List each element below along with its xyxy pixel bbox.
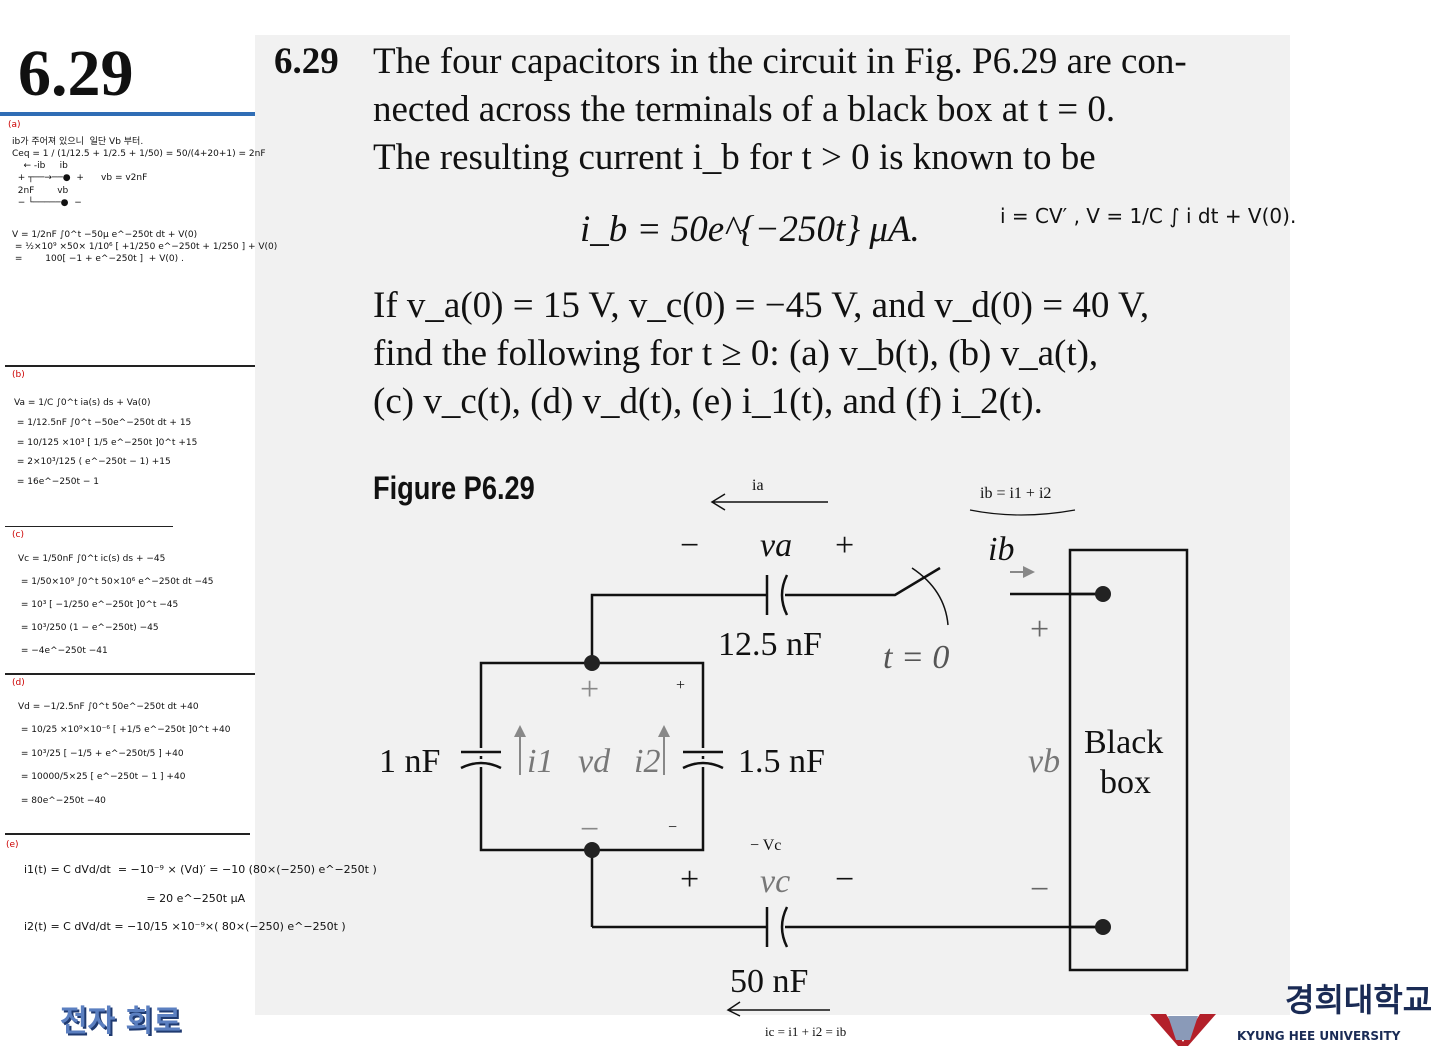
note-line: = 1/12.5nF ∫0^t −50e^−250t dt + 15 [14,417,192,428]
note-line: = ½×10⁹ ×50× 1/10⁶ [ +1/250 e^−250t + 1/… [12,241,278,252]
note-line: i2(t) = C dVd/dt = −10/15 ×10⁻⁹×( 80×(−2… [24,920,346,934]
university-logo-korean: 경희대학교 [1285,981,1433,1019]
label-cap-bottom: 50 nF [730,963,808,1000]
plus-sign: + [1030,611,1049,648]
label-i2: i2 [634,743,660,780]
university-emblem-icon [1150,1014,1216,1046]
note-line: − └─────● − [12,197,82,208]
wire-top [590,566,1103,663]
slide-number: 6.29 [18,37,134,110]
problem-number: 6.29 [274,41,339,82]
note-line: = 20 e^−250t μA [24,891,246,905]
label-vd: vd [578,743,611,780]
course-title: 전자 회로 [60,1004,181,1039]
problem-line: If v_a(0) = 15 V, v_c(0) = −45 V, and v_… [373,285,1150,326]
university-logo-english: KYUNG HEE UNIVERSITY [1237,1029,1401,1043]
note-line: ← -ib ib [12,161,68,172]
plus-sign: + [835,527,854,564]
problem-line: find the following for t ≥ 0: (a) v_b(t)… [373,333,1099,374]
label-vc: vc [760,863,790,900]
note-d: Vd = −1/2.5nF ∫0^t 50e^−250t dt +40 = 10… [18,696,230,813]
figure-title: Figure P6.29 [373,470,535,506]
minus-sign: − [835,861,854,898]
note-d-label: (d) [12,678,25,688]
note-e: i1(t) = C dVd/dt = −10⁻⁹ × (Vd)′ = −10 (… [24,856,377,942]
note-line: = 10³ [ −1/250 e^−250t ]0^t −45 [18,599,179,610]
black-box [1068,548,1189,972]
minus-sign: − [580,811,599,848]
cap-top-plate [780,574,789,616]
handwritten-capacitor-law: i = CV′ , V = 1/C ∫ i dt + V(0). [1000,204,1297,228]
problem-line: The resulting current i_b for t > 0 is k… [373,137,1096,178]
note-line: ib가 주어져 있으니 일단 Vb 부터. [12,137,144,147]
note-line: = 10³/250 (1 − e^−250t) −45 [18,622,159,633]
cap-1.5nF [682,750,724,770]
note-line: Va = 1/C ∫0^t ia(s) ds + Va(0) [14,398,151,408]
handwritten-underline [969,509,1076,516]
label-cap-top: 12.5 nF [718,626,822,663]
label-i1: i1 [527,743,553,780]
divider [5,833,250,835]
problem-equation: i_b = 50e^{−250t} μA. [580,209,920,250]
note-line: = 100[ −1 + e^−250t ] + V(0) . [12,254,184,265]
problem-line: (c) v_c(t), (d) v_d(t), (e) i_1(t), and … [373,381,1043,422]
cap-bottom-plate [780,906,789,948]
handwritten-ia: ia [752,477,764,494]
label-va: va [760,527,792,564]
note-line: 2nF vb [12,185,69,196]
plus-sign: + [680,861,699,898]
black-box-label: Black [1084,724,1163,761]
note-line: = 10000/5×25 [ e^−250t − 1 ] +40 [18,772,186,783]
problem-line: The four capacitors in the circuit in Fi… [373,41,1187,82]
handwritten-plus: + [676,677,685,694]
handwritten-minus: − [668,819,677,836]
note-line: = 10/125 ×10³ [ 1/5 e^−250t ]0^t +15 [14,437,198,448]
minus-sign: − [680,527,699,564]
divider [5,526,173,527]
divider [5,365,255,367]
note-line: = 10/25 ×10⁹×10⁻⁶ [ +1/5 e^−250t ]0^t +4… [18,725,231,736]
note-line: i1(t) = C dVd/dt = −10⁻⁹ × (Vd)′ = −10 (… [24,863,377,876]
switch-label: t = 0 [883,639,949,676]
handwritten-ib-sum: ib = i1 + i2 [980,485,1051,502]
textbook-scan [255,35,1290,1015]
note-line: = 2×10³/125 ( e^−250t − 1) +15 [14,457,171,468]
handwritten-ic-arrow [726,1001,830,1017]
title-underline [0,112,255,116]
note-line: = 80e^−250t −40 [18,795,106,806]
note-a: ib가 주어져 있으니 일단 Vb 부터. Ceq = 1 / (1/12.5 … [12,136,277,265]
note-a-label: (a) [8,120,21,130]
handwritten-ic-eq: ic = i1 + i2 = ib [765,1024,846,1039]
minus-sign: − [1030,871,1049,908]
note-line: = 16e^−250t − 1 [14,477,100,488]
note-line: = −4e^−250t −41 [18,645,108,656]
note-line: Vd = −1/2.5nF ∫0^t 50e^−250t dt +40 [18,702,199,712]
label-vb: vb [1028,743,1060,780]
note-line: Vc = 1/50nF ∫0^t ic(s) ds + −45 [18,554,166,564]
note-c: Vc = 1/50nF ∫0^t ic(s) ds + −45 = 1/50×1… [18,548,213,663]
handwritten-neg-vc: − Vc [750,837,781,854]
note-line: = 1/50×10⁹ ∫0^t 50×10⁶ e^−250t dt −45 [18,576,214,587]
note-e-label: (e) [6,840,19,850]
note-line: = 10³/25 [ −1/5 + e^−250t/5 ] +40 [18,748,184,759]
handwritten-ia-arrow [710,493,828,511]
note-b-label: (b) [12,370,25,380]
label-cap-left: 1 nF [379,743,440,780]
note-line: + ┬──→──● + vb = v2nF [12,173,148,184]
black-box-label: box [1100,764,1151,801]
note-line: V = 1/2nF ∫0^t −50μ e^−250t dt + V(0) [12,229,198,240]
note-c-label: (c) [12,530,24,540]
plus-sign: + [580,671,599,708]
divider [5,673,255,675]
switch-arrow [911,567,949,626]
problem-line: nected across the terminals of a black b… [373,89,1116,130]
label-ib: ib [988,531,1014,568]
note-b: Va = 1/C ∫0^t ia(s) ds + Va(0) = 1/12.5n… [14,394,197,493]
cap-1nF [460,750,502,770]
label-cap-right: 1.5 nF [738,743,825,780]
note-line: Ceq = 1 / (1/12.5 + 1/2.5 + 1/50) = 50/(… [12,149,266,160]
